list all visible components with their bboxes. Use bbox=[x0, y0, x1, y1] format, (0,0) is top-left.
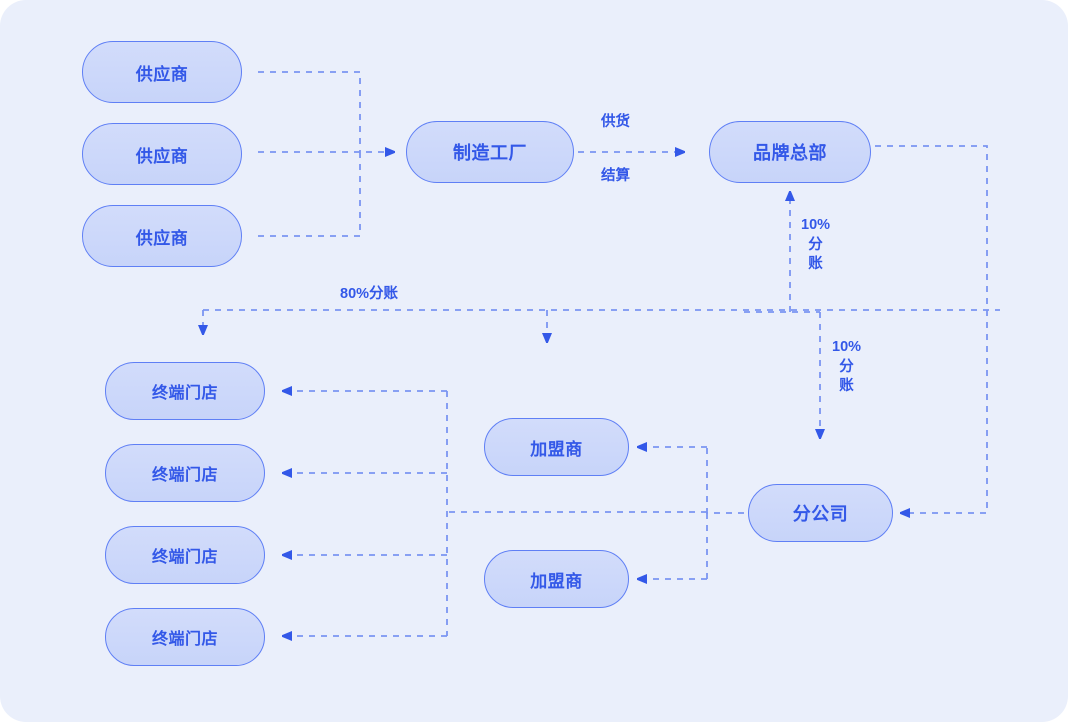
node-headquarters[interactable]: 品牌总部 bbox=[709, 121, 871, 183]
node-branch-label: 分公司 bbox=[792, 504, 849, 524]
node-store-4[interactable]: 终端门店 bbox=[105, 608, 265, 666]
connector-supplier-1 bbox=[258, 71, 361, 152]
edge-label-supply: 供货 bbox=[601, 114, 630, 130]
node-store-2-label: 终端门店 bbox=[151, 467, 218, 484]
node-supplier-3-label: 供应商 bbox=[135, 228, 189, 248]
connector-branch-trunk bbox=[706, 447, 744, 514]
node-supplier-2-label: 供应商 bbox=[135, 146, 189, 166]
node-store-4-label: 终端门店 bbox=[151, 631, 218, 648]
edge-label-branch-share: 10% 分 账 bbox=[832, 339, 862, 395]
node-headquarters-label: 品牌总部 bbox=[753, 143, 827, 163]
edge-label-store-share: 80%分账 bbox=[340, 286, 399, 302]
node-franchisee-2-label: 加盟商 bbox=[530, 571, 583, 591]
node-store-3-label: 终端门店 bbox=[151, 549, 218, 566]
node-store-2[interactable]: 终端门店 bbox=[105, 444, 265, 502]
node-factory[interactable]: 制造工厂 bbox=[406, 121, 574, 183]
connector-hq-to-branch bbox=[875, 145, 988, 513]
node-supplier-1-label: 供应商 bbox=[135, 64, 189, 84]
node-franchisee-1[interactable]: 加盟商 bbox=[484, 418, 629, 476]
node-franchisee-1-label: 加盟商 bbox=[530, 439, 583, 459]
node-supplier-2[interactable]: 供应商 bbox=[82, 123, 242, 185]
node-store-1[interactable]: 终端门店 bbox=[105, 362, 265, 420]
edge-label-hq-share: 10% 分 账 bbox=[801, 217, 831, 273]
node-store-1-label: 终端门店 bbox=[151, 385, 218, 402]
node-store-3[interactable]: 终端门店 bbox=[105, 526, 265, 584]
node-branch[interactable]: 分公司 bbox=[748, 484, 893, 542]
node-franchisee-2[interactable]: 加盟商 bbox=[484, 550, 629, 608]
connector-supplier-3 bbox=[258, 152, 361, 237]
node-supplier-3[interactable]: 供应商 bbox=[82, 205, 242, 267]
node-factory-label: 制造工厂 bbox=[453, 143, 527, 163]
node-supplier-1[interactable]: 供应商 bbox=[82, 41, 242, 103]
edge-label-settlement: 结算 bbox=[601, 168, 630, 184]
